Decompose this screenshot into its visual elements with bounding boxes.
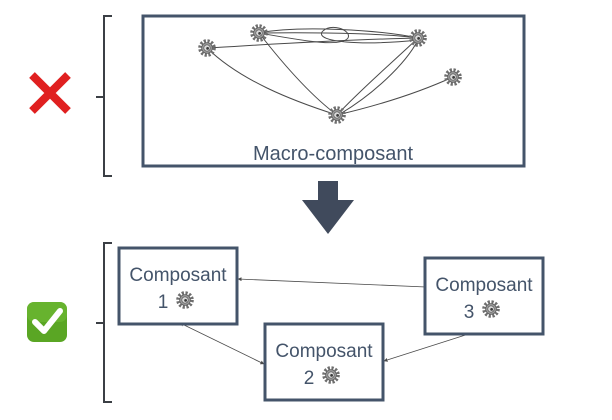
top-bracket xyxy=(96,15,112,177)
component-connectors xyxy=(179,277,479,365)
component-title: Composant xyxy=(129,265,227,286)
check-mark-icon xyxy=(27,302,67,342)
component-number: 1 xyxy=(158,292,169,313)
connector-2-to-3 xyxy=(383,330,479,362)
component-number: 2 xyxy=(304,368,315,389)
bottom-bracket xyxy=(96,242,112,403)
cross-mark-icon xyxy=(29,72,71,114)
gear-icon xyxy=(198,39,216,57)
gear-icon xyxy=(250,24,268,42)
component-box-2: Composant 2 xyxy=(263,322,385,402)
top-section: Macro-composant xyxy=(29,14,526,177)
component-title: Composant xyxy=(275,341,373,362)
macro-component-label: Macro-composant xyxy=(253,143,414,165)
macro-connectors xyxy=(206,26,454,116)
gear-icon xyxy=(482,300,500,318)
connector-3-to-1 xyxy=(237,277,427,288)
down-arrow-icon xyxy=(302,181,354,234)
gear-icon xyxy=(409,29,427,47)
connector-1-to-2 xyxy=(179,322,265,365)
gear-icon xyxy=(328,106,346,124)
component-number: 3 xyxy=(464,302,475,323)
gear-icon xyxy=(176,291,194,309)
component-title: Composant xyxy=(435,275,533,296)
component-box-1: Composant 1 xyxy=(117,246,239,326)
gear-icon xyxy=(444,68,462,86)
component-box-3: Composant 3 xyxy=(423,256,545,336)
bottom-section: Composant 1 Composant 2 Composant 3 xyxy=(27,242,545,403)
gear-icon xyxy=(322,366,340,384)
